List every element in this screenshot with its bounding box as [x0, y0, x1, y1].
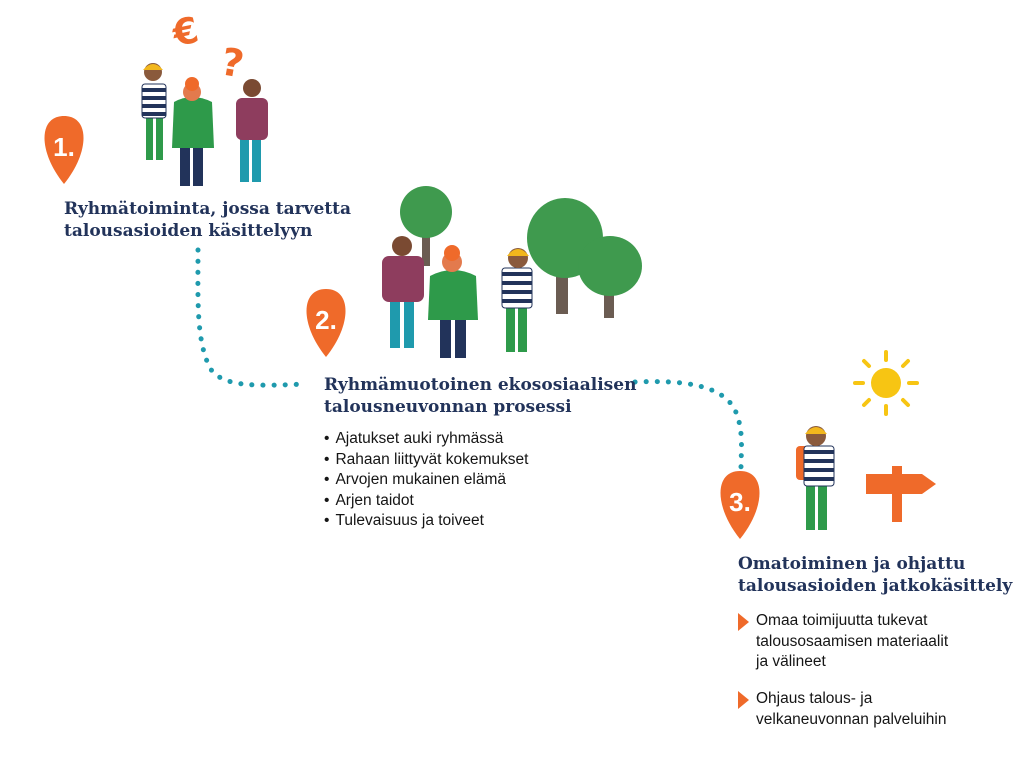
item-line: velkaneuvonnan palveluihin [756, 710, 947, 728]
person-icon [382, 236, 424, 348]
heading-line: talousasioiden käsittelyyn [64, 221, 313, 241]
item-line: Omaa toimijuutta tukevat [756, 612, 928, 629]
step-number: 1. [53, 132, 75, 162]
list-item: Ohjaus talous- ja velkaneuvonnan palvelu… [738, 689, 1008, 730]
heading-line: Ryhmätoiminta, jossa tarvetta [64, 199, 352, 219]
heading-line: Omatoiminen ja ohjattu [738, 554, 966, 574]
dotted-path-1 [195, 247, 308, 388]
item-line: ja välineet [756, 653, 826, 670]
list-item: Arjen taidot [324, 491, 624, 512]
euro-icon: € [168, 10, 202, 56]
dotted-path-2 [632, 379, 744, 471]
item-line: talousosaamisen materiaalit [756, 632, 949, 650]
list-item: Tulevaisuus ja toiveet [324, 511, 624, 532]
map-pin-icon [306, 289, 346, 357]
person-icon [796, 426, 835, 530]
step-2-bullet-list: Ajatukset auki ryhmässä Rahaan liittyvät… [324, 429, 624, 532]
step-number: 3. [729, 487, 751, 517]
person-icon [236, 79, 268, 182]
signpost-icon [866, 466, 936, 522]
step-2-heading: Ryhmämuotoinen ekososiaalisen talousneuv… [324, 374, 644, 418]
person-icon [141, 63, 167, 160]
step-number: 2. [315, 305, 337, 335]
map-pin-icon [44, 116, 84, 184]
tree-icon [400, 186, 452, 266]
heading-line: Ryhmämuotoinen ekososiaalisen [324, 375, 637, 395]
list-item: Arvojen mukainen elämä [324, 470, 624, 491]
person-icon [172, 77, 214, 186]
arrow-bullet-icon [738, 613, 749, 631]
sun-icon [853, 350, 919, 416]
item-line: Ohjaus talous- ja [756, 690, 873, 707]
person-icon [501, 248, 533, 352]
person-icon [428, 245, 478, 358]
step-1-heading: Ryhmätoiminta, jossa tarvetta talousasio… [64, 198, 364, 242]
list-item: Ajatukset auki ryhmässä [324, 429, 624, 450]
list-item: Omaa toimijuutta tukevat talousosaamisen… [738, 611, 1008, 673]
heading-line: talousasioiden jatkokäsittely [738, 576, 1013, 596]
heading-line: talousneuvonnan prosessi [324, 397, 572, 417]
list-item: Rahaan liittyvät kokemukset [324, 450, 624, 471]
step-3-heading: Omatoiminen ja ohjattu talousasioiden ja… [738, 553, 1018, 597]
question-mark-icon: ? [218, 39, 247, 86]
arrow-bullet-icon [738, 691, 749, 709]
tree-icon [578, 236, 642, 318]
map-pin-icon [720, 471, 760, 539]
